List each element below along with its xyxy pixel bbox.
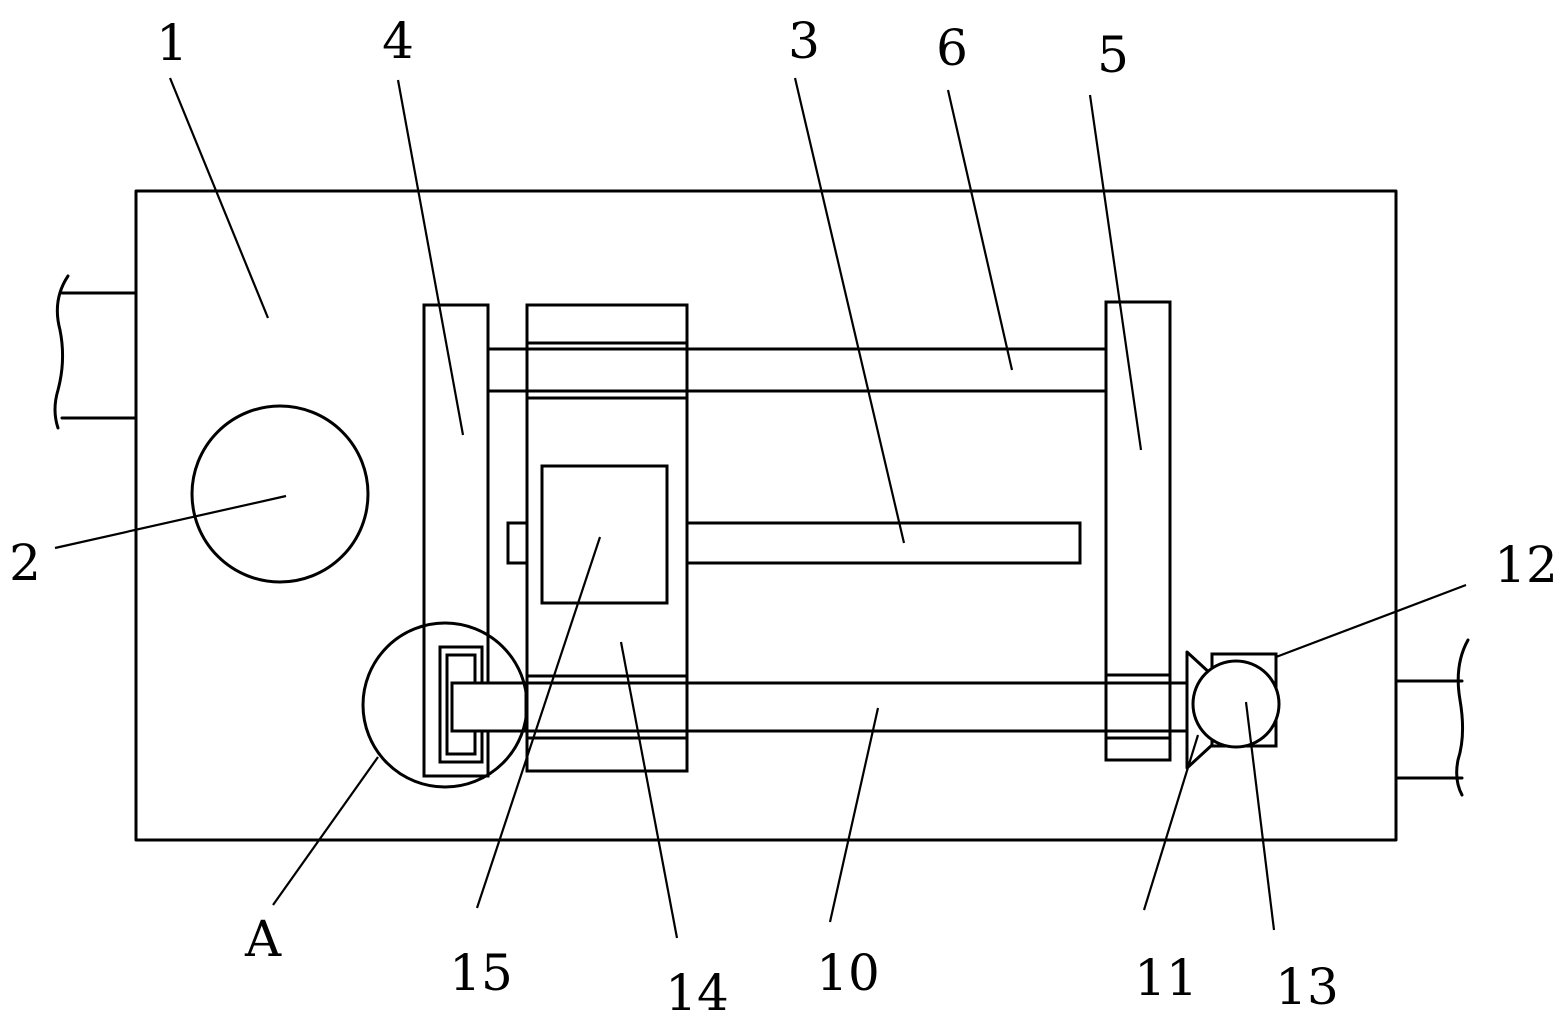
label-10: 10: [816, 944, 880, 1002]
right-support-part-5: [1104, 300, 1172, 762]
leader-3: [793, 77, 906, 544]
leader-5: [1088, 94, 1143, 451]
leader-15: [475, 536, 602, 909]
bearing-housing: [438, 645, 528, 764]
leader-13: [1244, 701, 1276, 931]
label-6: 6: [936, 19, 968, 77]
label-5: 5: [1097, 26, 1129, 84]
leader-12: [1275, 583, 1467, 659]
label-15: 15: [449, 944, 513, 1002]
leader-6: [946, 89, 1014, 371]
detail-circle-a: [361, 621, 529, 789]
label-12: 12: [1494, 536, 1558, 594]
leader-10: [828, 707, 880, 923]
right-support-bearing: [1104, 673, 1172, 740]
square-part-15: [540, 464, 669, 605]
label-2: 2: [9, 534, 41, 592]
motor-circle-part-13: [1191, 659, 1281, 749]
label-1: 1: [156, 14, 188, 72]
label-13: 13: [1275, 958, 1339, 1016]
label-11: 11: [1134, 949, 1198, 1007]
part-labels: 1 4 3 6 5 2 12 A 15 14 10 11 13: [9, 12, 1558, 1019]
label-3: 3: [788, 12, 820, 70]
slider-block-rails: [525, 341, 689, 740]
label-4: 4: [382, 12, 414, 70]
circle-part-2: [190, 404, 370, 584]
leader-lines: [54, 77, 1467, 939]
leader-4: [396, 79, 465, 436]
leader-2: [54, 494, 287, 550]
label-14: 14: [665, 964, 729, 1019]
leader-14: [619, 641, 679, 939]
label-a: A: [244, 910, 282, 968]
leader-a: [272, 756, 379, 906]
leader-1: [168, 77, 270, 319]
left-shaft-stub: [53, 274, 138, 430]
leader-11: [1142, 734, 1200, 911]
main-frame-part-1: [134, 189, 1398, 842]
right-shaft-stub: [1394, 638, 1470, 797]
